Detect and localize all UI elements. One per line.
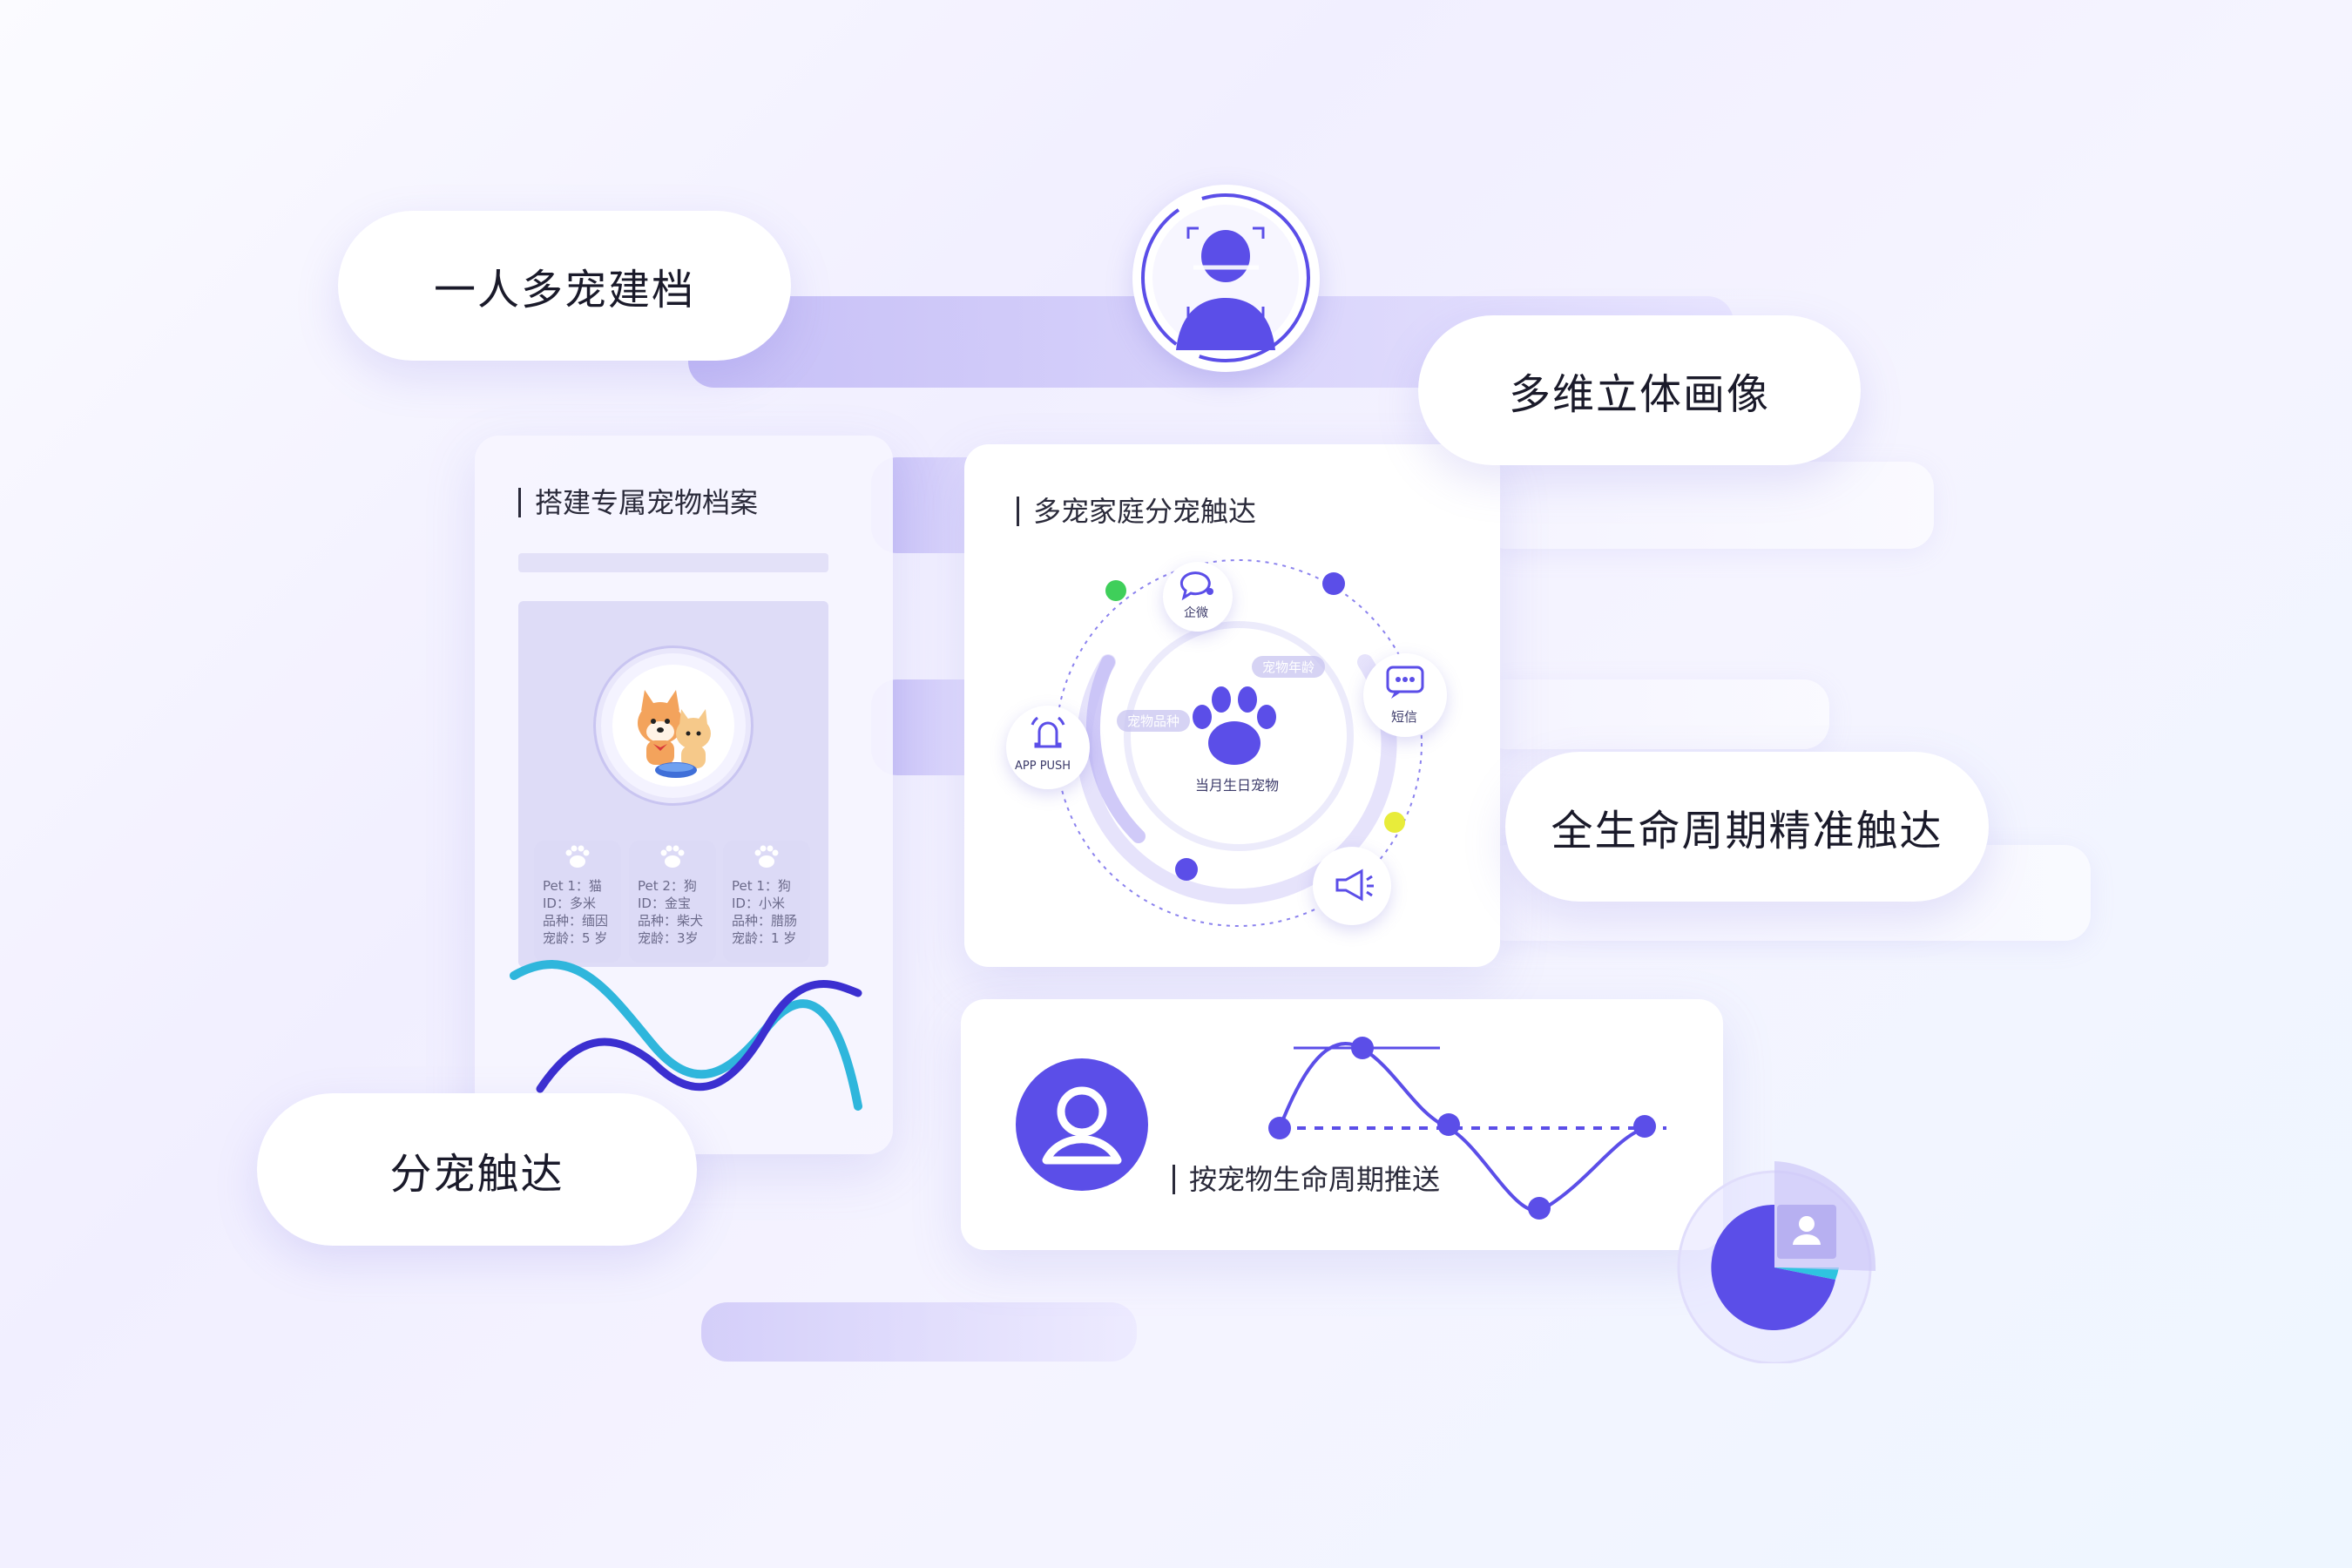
tag-pet-age: 宠物年龄 — [1252, 656, 1326, 678]
pet-profile-card: 搭建专属宠物档案 Pet 1： — [475, 436, 893, 1154]
paw-icon — [660, 845, 685, 868]
pet-1-id: ID：多米 — [543, 896, 596, 911]
lifecycle-card: 按宠物生命周期推送 — [961, 999, 1723, 1250]
user-avatar-icon — [1016, 1058, 1148, 1191]
pet-2-age: 宠龄：3岁 — [638, 930, 699, 946]
pie-chart-icon — [1677, 1146, 1895, 1365]
channel-broadcast[interactable] — [1313, 847, 1391, 925]
tag-pet-breed: 宠物品种 — [1117, 710, 1191, 732]
pill-multi-dim-portrait: 多维立体画像 — [1418, 315, 1861, 465]
face-scan-icon — [1141, 193, 1310, 362]
pet-avatar — [601, 653, 746, 798]
face-scan-badge — [1132, 185, 1320, 372]
family-reach-title: 多宠家庭分宠触达 — [1017, 497, 1256, 526]
channel-wecom-label: 企微 — [1184, 606, 1208, 620]
bg-bar-bottom — [701, 1302, 1137, 1362]
channel-app-push-label: APP PUSH — [1015, 760, 1071, 773]
paw-icon — [754, 845, 779, 868]
profile-header-bar — [518, 553, 828, 572]
pill-lifecycle-reach: 全生命周期精准触达 — [1505, 752, 1989, 902]
center-label: 当月生日宠物 — [1195, 777, 1280, 794]
lifecycle-curve — [1268, 1037, 1666, 1220]
wecom-chat-icon — [1179, 571, 1213, 601]
channel-app-push[interactable]: APP PUSH — [1006, 706, 1090, 789]
user-badge — [1777, 1205, 1836, 1259]
megaphone-icon — [1335, 868, 1374, 902]
pill-multi-pet-profile: 一人多宠建档 — [338, 211, 791, 361]
pill-per-pet-reach: 分宠触达 — [257, 1093, 697, 1246]
pet-card-3: Pet 1：狗 ID：小米 品种：腊肠 宠龄：1 岁 — [723, 841, 810, 963]
channel-sms-label: 短信 — [1391, 709, 1418, 725]
bg-bar-right-1 — [1481, 462, 1934, 549]
sms-icon — [1386, 666, 1424, 699]
pet-3-age: 宠龄：1 岁 — [732, 930, 797, 946]
family-reach-card: 多宠家庭分宠触达 当月生日宠物 宠物年龄 宠物品种 企微 短信 — [964, 444, 1500, 967]
pet-3-type: Pet 1：狗 — [732, 878, 791, 894]
bell-icon — [1031, 716, 1065, 748]
pet-3-id: ID：小米 — [732, 896, 785, 911]
pet-1-type: Pet 1：猫 — [543, 878, 602, 894]
lifecycle-title: 按宠物生命周期推送 — [1173, 1165, 1440, 1194]
pet-card-2: Pet 2：狗 ID：金宝 品种：柴犬 宠龄：3岁 — [629, 841, 716, 963]
pet-2-id: ID：金宝 — [638, 896, 691, 911]
pet-1-breed: 品种：缅因 — [543, 913, 609, 929]
bg-bar-right-2 — [1481, 679, 1829, 749]
paw-icon — [565, 845, 590, 868]
pet-3-breed: 品种：腊肠 — [732, 913, 798, 929]
pet-2-breed: 品种：柴犬 — [638, 913, 704, 929]
decorative-waves — [510, 960, 862, 1111]
channel-sms[interactable]: 短信 — [1363, 653, 1447, 737]
pet-card-1: Pet 1：猫 ID：多米 品种：缅因 宠龄：5 岁 — [534, 841, 621, 963]
user-silhouette-icon — [1793, 1216, 1821, 1245]
pet-1-age: 宠龄：5 岁 — [543, 930, 608, 946]
pet-2-type: Pet 2：狗 — [638, 878, 697, 894]
pet-profile-title: 搭建专属宠物档案 — [518, 488, 758, 517]
channel-wecom[interactable]: 企微 — [1163, 562, 1233, 632]
paw-icon — [1193, 686, 1276, 765]
